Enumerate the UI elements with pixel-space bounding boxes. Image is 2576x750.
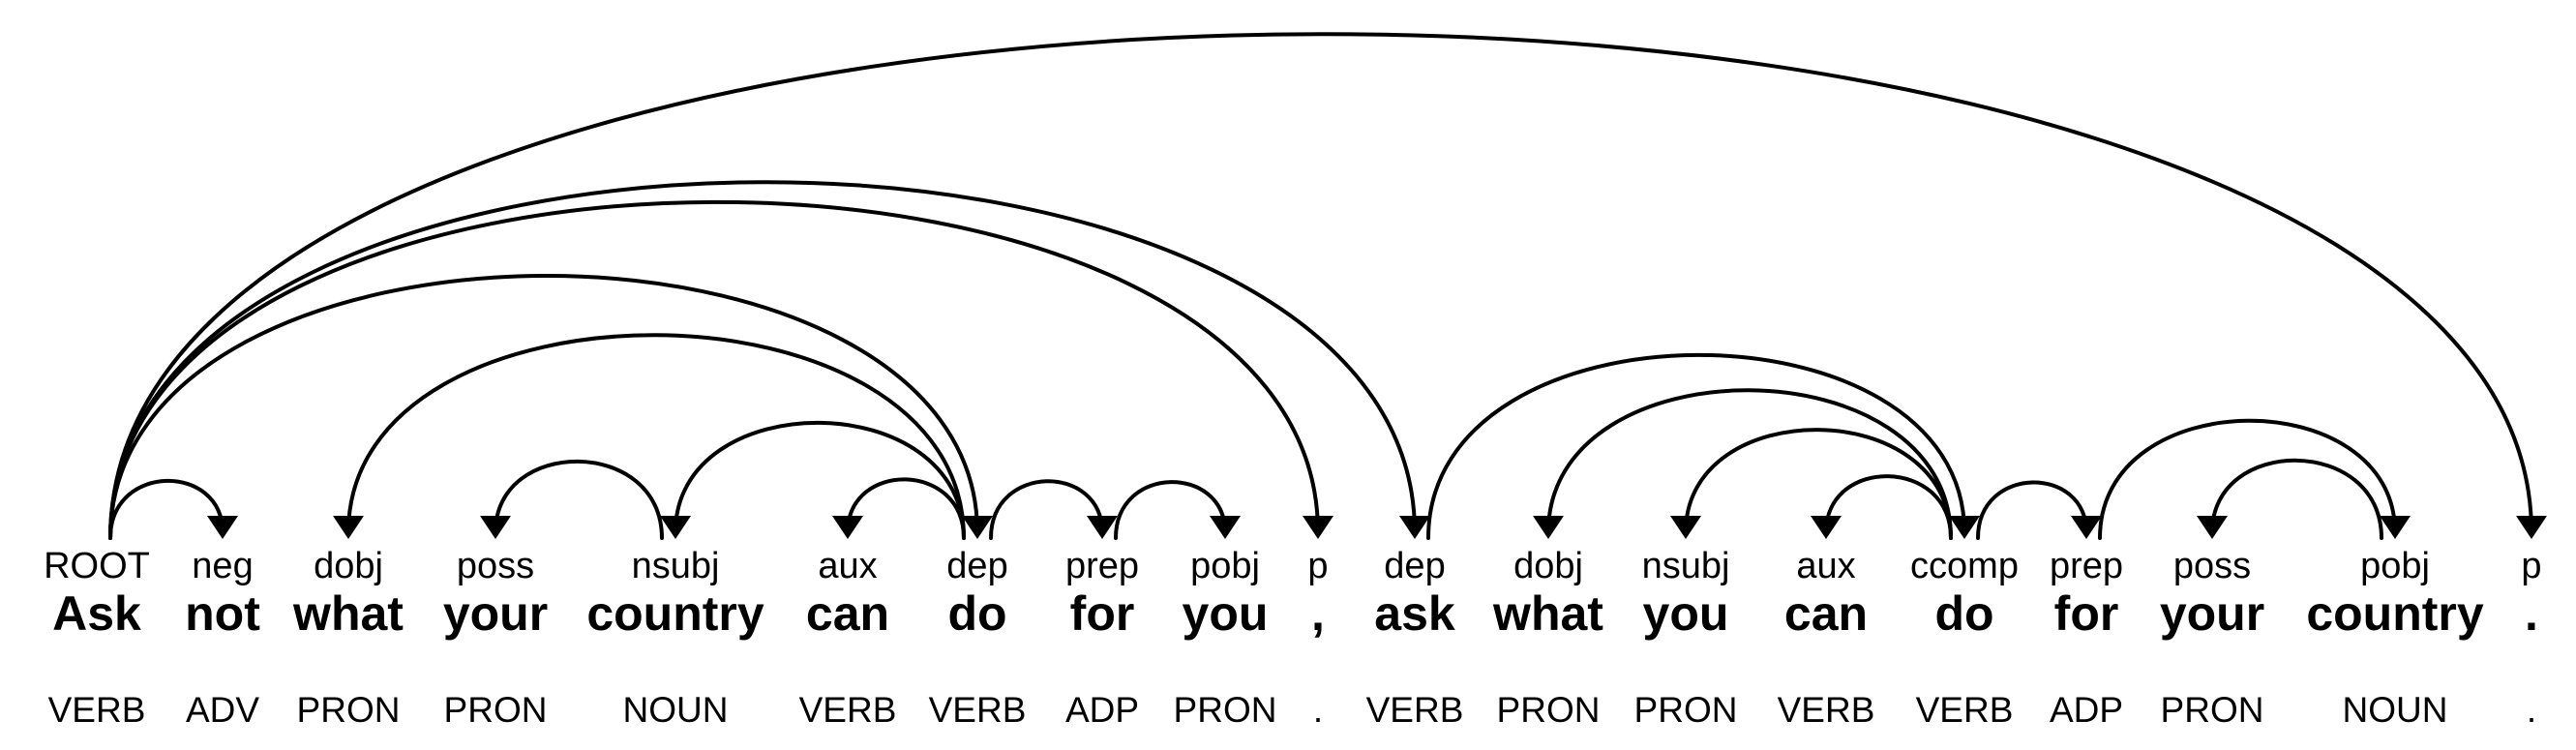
dep-label-token-11: dep bbox=[1384, 546, 1446, 586]
pos-tag-token-15: VERB bbox=[1915, 690, 2014, 730]
dep-label-token-6: aux bbox=[818, 546, 878, 586]
dep-label-token-17: poss bbox=[2172, 546, 2252, 586]
pos-tag-token-16: ADP bbox=[2049, 690, 2124, 730]
dependency-arc-pobj bbox=[2098, 418, 2397, 540]
word-token-16: for bbox=[2053, 586, 2119, 641]
dep-label-token-9: pobj bbox=[1190, 546, 1260, 586]
pos-tag-token-7: VERB bbox=[928, 690, 1027, 730]
arc-arrowhead-poss bbox=[2197, 516, 2228, 539]
pos-tag-token-14: VERB bbox=[1777, 690, 1875, 730]
dependency-arc-p bbox=[108, 32, 2533, 540]
word-token-10: , bbox=[1311, 586, 1325, 641]
arc-arrowhead-nsubj bbox=[660, 516, 691, 539]
dependency-arc-dep bbox=[108, 180, 1417, 540]
arc-arrowhead-dobj bbox=[333, 516, 364, 539]
word-token-9: you bbox=[1182, 586, 1269, 641]
pos-tag-token-19: . bbox=[2526, 690, 2537, 730]
dep-label-token-3: dobj bbox=[314, 546, 383, 586]
dependency-arc-dobj bbox=[1546, 388, 1953, 540]
dep-label-token-16: prep bbox=[2049, 546, 2124, 586]
arc-arrowhead-aux bbox=[1811, 516, 1842, 539]
pos-tag-token-8: ADP bbox=[1064, 690, 1140, 730]
pos-tag-token-9: PRON bbox=[1173, 690, 1277, 730]
dependency-arc-ccomp bbox=[1426, 352, 1966, 540]
pos-tag-token-11: VERB bbox=[1365, 690, 1464, 730]
word-token-14: can bbox=[1783, 586, 1869, 641]
pos-tag-token-17: PRON bbox=[2160, 690, 2264, 730]
word-token-6: can bbox=[805, 586, 890, 641]
dep-label-token-15: ccomp bbox=[1910, 546, 2019, 586]
pos-tag-token-10: . bbox=[1312, 690, 1324, 730]
dependency-arc-p bbox=[108, 199, 1320, 540]
arc-arrowhead-prep bbox=[1087, 516, 1118, 539]
dependency-arc-prep bbox=[1976, 480, 2088, 540]
dep-label-token-2: neg bbox=[192, 546, 254, 586]
dependency-arc-poss bbox=[2210, 458, 2383, 540]
dep-label-token-14: aux bbox=[1796, 546, 1856, 586]
dep-label-token-1: ROOT bbox=[44, 546, 150, 586]
pos-tag-token-13: PRON bbox=[1633, 690, 1738, 730]
arc-arrowhead-ccomp bbox=[1949, 516, 1980, 539]
arc-arrowhead-prep bbox=[2071, 516, 2102, 539]
dependency-arc-nsubj bbox=[1684, 428, 1953, 540]
dependency-arc-nsubj bbox=[674, 420, 966, 540]
word-token-7: do bbox=[947, 586, 1007, 641]
word-token-15: do bbox=[1934, 586, 1994, 641]
dependency-arc-dobj bbox=[346, 333, 966, 540]
dependency-arc-neg bbox=[108, 478, 225, 540]
word-token-8: for bbox=[1069, 586, 1135, 641]
dependency-arc-aux bbox=[846, 477, 966, 540]
pos-tag-token-3: PRON bbox=[296, 690, 401, 730]
dependency-arc-prep bbox=[989, 479, 1104, 540]
word-token-18: country bbox=[2306, 586, 2484, 641]
pos-tag-token-1: VERB bbox=[47, 690, 146, 730]
dep-label-token-19: p bbox=[2521, 546, 2542, 586]
pos-tag-token-6: VERB bbox=[798, 690, 897, 730]
arc-arrowhead-dep bbox=[962, 516, 993, 539]
dep-label-token-18: pobj bbox=[2360, 546, 2430, 586]
arc-arrowhead-dep bbox=[1399, 516, 1430, 539]
word-token-4: your bbox=[442, 586, 549, 641]
pos-tag-token-2: ADV bbox=[185, 690, 260, 730]
arc-arrowhead-p bbox=[1303, 516, 1333, 539]
dependency-arc-poss bbox=[494, 459, 664, 540]
dep-label-token-4: poss bbox=[456, 546, 535, 586]
arc-arrowhead-aux bbox=[832, 516, 863, 539]
pos-tag-token-18: NOUN bbox=[2342, 690, 2448, 730]
arc-arrowhead-pobj bbox=[1210, 516, 1241, 539]
dep-label-token-5: nsubj bbox=[631, 546, 720, 586]
pos-tag-token-5: NOUN bbox=[622, 690, 729, 730]
dep-label-token-7: dep bbox=[946, 546, 1008, 586]
arc-arrowhead-p bbox=[2516, 516, 2547, 539]
dep-label-token-13: nsubj bbox=[1641, 546, 1730, 586]
dependency-arc-pobj bbox=[1114, 480, 1227, 540]
arc-arrowhead-neg bbox=[207, 516, 238, 539]
word-token-11: ask bbox=[1374, 586, 1455, 641]
arc-arrowhead-poss bbox=[480, 516, 511, 539]
word-token-3: what bbox=[293, 586, 404, 641]
word-token-19: . bbox=[2525, 586, 2538, 641]
dep-label-token-12: dobj bbox=[1513, 546, 1583, 586]
pos-tag-token-12: PRON bbox=[1496, 690, 1601, 730]
dep-label-token-8: prep bbox=[1064, 546, 1140, 586]
word-token-17: your bbox=[2159, 586, 2265, 641]
dependency-arc-dep bbox=[108, 274, 979, 540]
word-token-5: country bbox=[586, 586, 764, 641]
word-token-12: what bbox=[1493, 586, 1603, 641]
dep-label-token-10: p bbox=[1307, 546, 1329, 586]
word-token-1: Ask bbox=[52, 586, 141, 641]
arc-arrowhead-pobj bbox=[2380, 516, 2411, 539]
dependency-arc-aux bbox=[1824, 474, 1953, 540]
word-token-13: you bbox=[1642, 586, 1729, 641]
word-token-2: not bbox=[185, 586, 260, 641]
pos-tag-token-4: PRON bbox=[443, 690, 548, 730]
arc-arrowhead-dobj bbox=[1533, 516, 1564, 539]
arc-arrowhead-nsubj bbox=[1670, 516, 1701, 539]
